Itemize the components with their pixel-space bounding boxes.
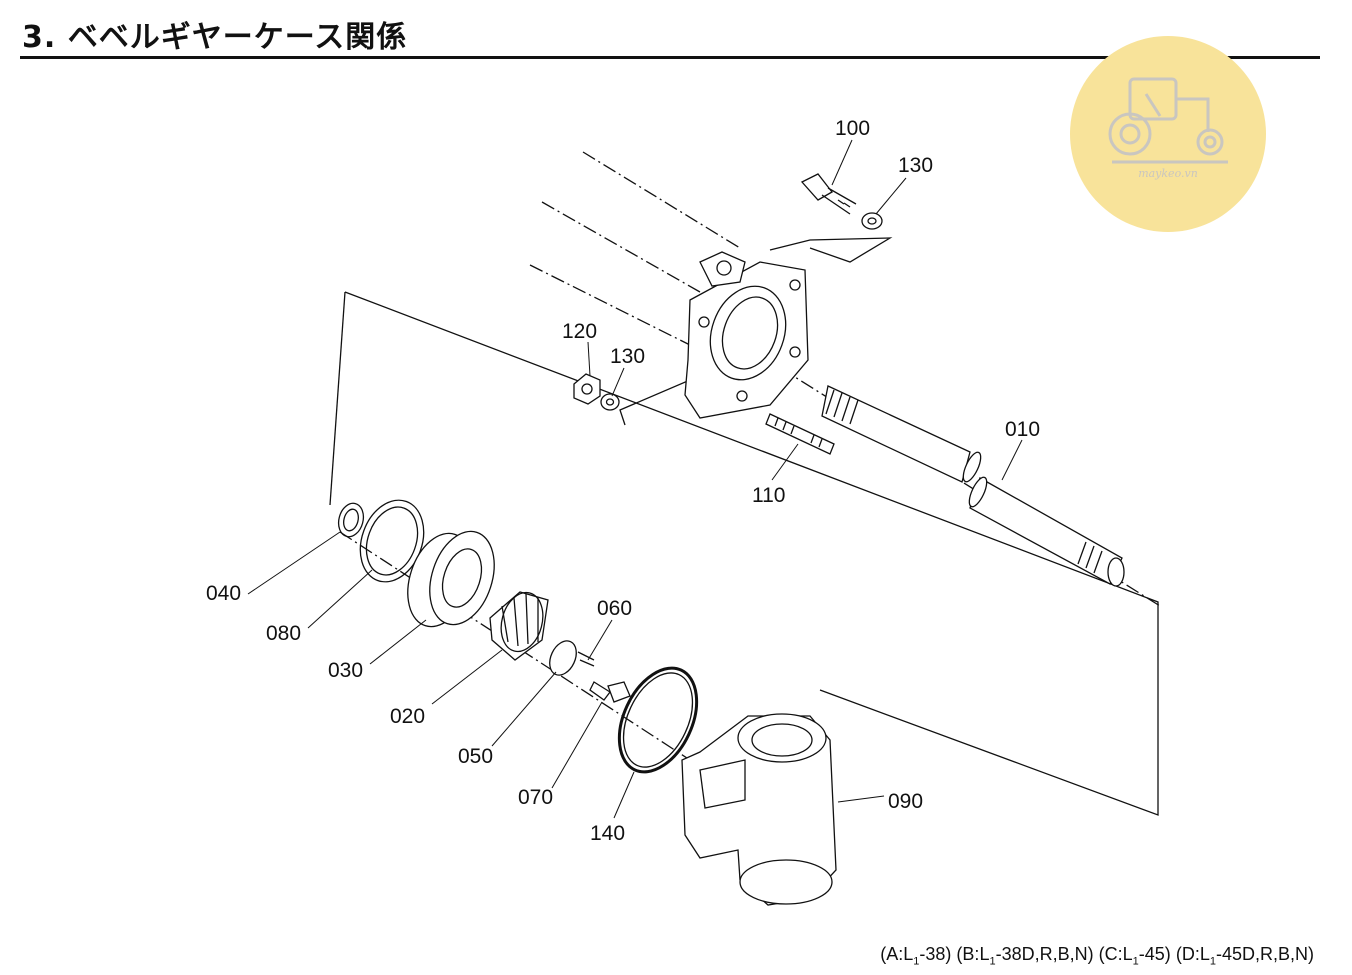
part-label-010: 010 [1005,418,1040,441]
tractor-icon [1108,77,1228,164]
nut-boundary [619,379,691,426]
bolt-boundary [769,237,893,263]
model-legend-b: (B:L1-38D,R,B,N) [956,944,1094,968]
part-label-060: 060 [597,597,632,620]
part-label-020: 020 [390,705,425,728]
part-label-070: 070 [518,786,553,809]
model-legend-a: (A:L1-38) [880,944,952,968]
shaft-010 [821,385,1125,587]
part-label-130-top: 130 [898,154,933,177]
nut-120 [573,373,601,405]
part-label-040: 040 [206,582,241,605]
page-title: 3. ベベルギヤーケース関係 [22,20,408,55]
leader-lines [247,139,1023,819]
assembly-line [329,291,346,506]
washer-050 [549,640,577,676]
bolt-100 [800,173,857,215]
part-label-100: 100 [835,117,870,140]
part-label-030: 030 [328,659,363,682]
bolt-070 [589,681,631,703]
pin-060 [577,651,595,667]
bearing-030 [407,530,495,628]
bearing-housing [684,251,809,419]
part-label-130-left: 130 [610,345,645,368]
shim-080 [359,499,425,583]
part-label-090: 090 [888,790,923,813]
model-legend: (A:L1-38) (B:L1-38D,R,B,N) (C:L1-45) (D:… [880,944,1314,968]
part-label-080: 080 [266,622,301,645]
part-labels: 100 130 120 130 010 110 040 080 030 020 … [206,117,1040,845]
stud-110 [765,413,835,455]
o-ring-140 [617,666,699,774]
washer-130-left [600,393,620,411]
bevel-gear-020 [489,591,549,661]
assembly-line [344,291,1159,816]
part-label-110: 110 [752,484,785,507]
model-legend-c: (C:L1-45) [1098,944,1171,968]
part-label-140: 140 [590,822,625,845]
bevel-gear-case-090 [681,713,837,906]
watermark-text: maykeo.vn [1138,167,1198,180]
part-label-050: 050 [458,745,493,768]
oil-seal-040 [337,502,365,538]
part-label-120: 120 [562,320,597,343]
title-underline [20,56,1320,59]
washer-130-top [861,212,883,230]
center-lines [339,151,1161,761]
watermark-circle [1070,36,1266,232]
model-legend-d: (D:L1-45D,R,B,N) [1175,944,1314,968]
watermark-logo: maykeo.vn [1070,36,1266,232]
